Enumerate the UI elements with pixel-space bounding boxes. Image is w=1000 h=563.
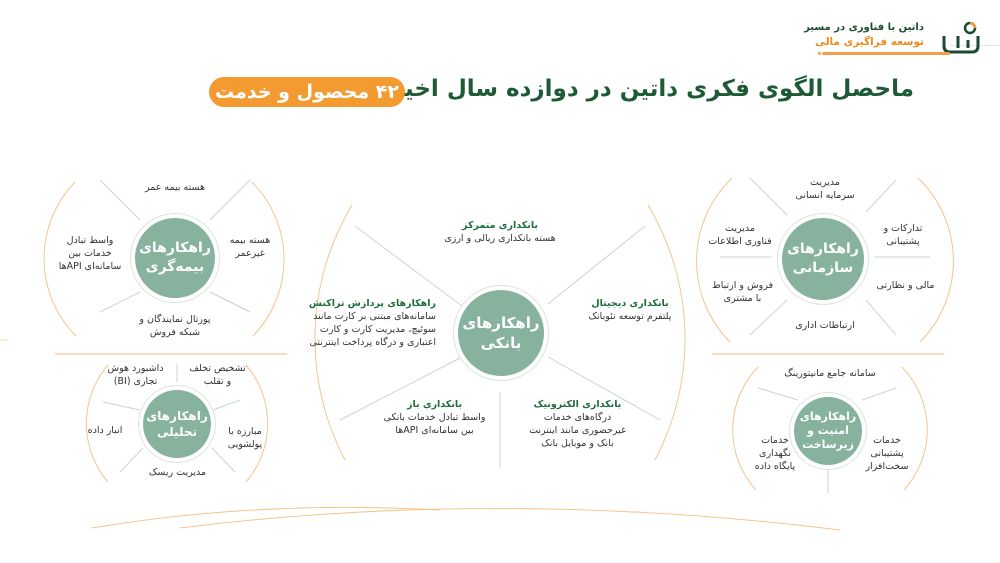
hub-organizational-title-2: سازمانی	[792, 260, 854, 276]
org-item-office-automation: ارتباطات اداری	[795, 320, 855, 331]
datin-logo-icon	[942, 21, 980, 54]
page-title: ماحصل الگوی فکری داتین در دوازده سال اخی…	[390, 76, 914, 102]
org-item-finance: مالی و نظارتی	[876, 280, 935, 291]
hub-insurance-title-1: راهکارهای	[139, 240, 211, 256]
banking-item-digital: بانکداری دیجیتال پلتفرم توسعه نئوبانک	[588, 298, 672, 322]
hub-security-title-2: امنیت و	[807, 424, 849, 437]
banking-item-transaction-processing: راهکارهای پردازش تراکنش سامانه‌های مبتنی…	[308, 298, 436, 348]
analytics-item-aml: مبارزه با پولشویی	[227, 426, 263, 450]
hub-banking-title-1: راهکارهای	[462, 314, 540, 332]
hub-organizational: راهکارهای سازمانی	[782, 218, 864, 300]
hub-banking: راهکارهای بانکی	[458, 290, 544, 376]
banking-item-electronic: بانکداری الکترونیک درگاه‌های خدمات غیرحض…	[529, 399, 626, 449]
security-item-hardware-support: خدمات پشتیبانی سخت‌افزار	[865, 435, 909, 472]
insurance-item-nonlife-core: هسته بیمه غیرعمر	[229, 235, 271, 259]
insurance-item-api-gateway: واسط تبادل خدمات بین سامانه‌ای APIها	[58, 235, 122, 272]
tagline: داتین با فناوری در مسیر توسعه فراگیری ما…	[804, 21, 924, 49]
org-item-procurement: تدارکات و پشتیبانی	[883, 223, 923, 247]
tagline-underline	[822, 52, 950, 55]
banking-item-centralized: بانکداری متمرکز هسته بانکداری ریالی و ار…	[444, 220, 556, 244]
hub-security-title-3: زیرساخت	[802, 438, 854, 451]
hub-insurance-title-2: بیمه‌گری	[145, 259, 205, 275]
org-item-crm: فروش و ارتباط با مشتری	[711, 280, 773, 304]
hub-analytics-title-1: راهکارهای	[146, 409, 208, 423]
analytics-item-risk-management: مدیریت ریسک	[148, 467, 207, 478]
hub-organizational-title-1: راهکارهای	[787, 241, 859, 257]
security-item-database-maintenance: خدمات نگهداری پایگاه داده	[754, 435, 796, 472]
org-item-it-management: مدیریت فناوری اطلاعات	[708, 223, 772, 247]
hub-analytics: راهکارهای تحلیلی	[143, 390, 211, 458]
insurance-item-life-core: هسته بیمه عمر	[145, 182, 205, 193]
banking-item-open: بانکداری باز واسط تبادل خدمات بانکی بین …	[383, 399, 486, 436]
org-item-human-capital: مدیریت سرمایه انسانی	[795, 177, 855, 201]
security-item-monitoring: سامانه جامع مانیتورینگ	[784, 368, 876, 379]
hub-banking-title-2: بانکی	[480, 334, 522, 352]
hub-security-title-1: راهکارهای	[799, 410, 857, 423]
tagline-line-1: داتین با فناوری در مسیر	[804, 22, 924, 33]
product-count-badge: ۴۲ محصول و خدمت	[209, 77, 405, 107]
hub-security: راهکارهای امنیت و زیرساخت	[794, 397, 862, 465]
analytics-item-fraud-detection: تشخیص تخلف و تقلب	[189, 363, 246, 387]
tagline-dot	[818, 52, 821, 55]
header-rule	[950, 45, 1000, 46]
hub-insurance: راهکارهای بیمه‌گری	[135, 218, 215, 298]
insurance-item-agent-portal: پورتال نمایندگان و شبکه فروش	[139, 314, 211, 338]
analytics-item-data-warehouse: انبار داده	[87, 425, 123, 436]
analytics-item-bi-dashboard: داشبورد هوش تجاری (BI)	[107, 363, 164, 387]
hub-analytics-title-2: تحلیلی	[157, 425, 197, 439]
tagline-line-2: توسعه فراگیری مالی	[814, 36, 924, 48]
